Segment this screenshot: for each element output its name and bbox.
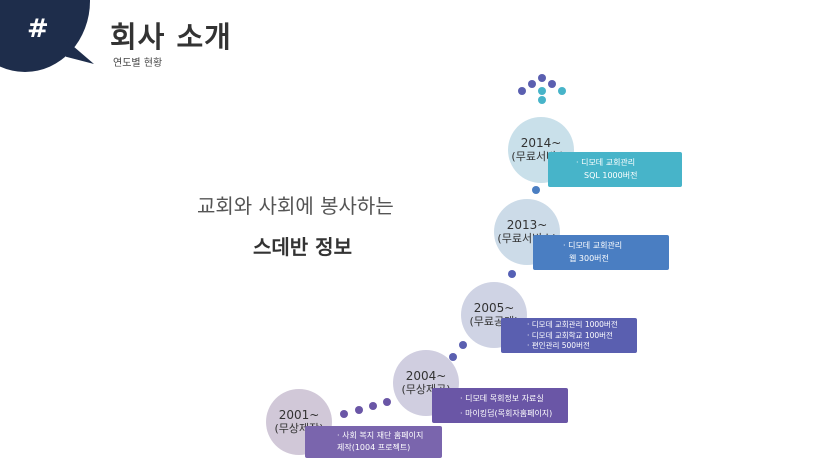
- timeline-item: · 마이킹덤(목회자홈페이지): [460, 409, 553, 418]
- timeline-item: · 디모데 교회관리 1000버전: [527, 320, 618, 329]
- timeline-year: 2005~: [473, 301, 515, 315]
- logo-dot-icon: [518, 87, 526, 95]
- hash-icon: #: [27, 14, 49, 44]
- logo-dot-icon: [548, 80, 556, 88]
- connector-dot: [459, 341, 467, 349]
- timeline-item: · 디모데 교회학교 100버전: [527, 330, 613, 340]
- corner-badge-tail: [66, 40, 94, 64]
- timeline-item: · 디모데 목회정보 자료실: [460, 394, 544, 403]
- timeline-item: · 사회 복지 재단 홈페이지: [337, 431, 424, 440]
- timeline-item: · 디모데 교회관리: [576, 158, 636, 167]
- timeline-year: 2013~: [506, 218, 548, 232]
- timeline-year: 2004~: [405, 369, 447, 383]
- connector-dot: [532, 186, 540, 194]
- connector-dot: [508, 270, 516, 278]
- timeline-item: · 디모데 교회관리: [563, 241, 623, 250]
- logo-dot-icon: [538, 87, 546, 95]
- timeline-box-2014: · 디모데 교회관리 SQL 1000버전: [548, 152, 682, 187]
- logo-dot-icon: [538, 96, 546, 104]
- timeline-year: 2001~: [278, 408, 320, 422]
- timeline-box-2001: · 사회 복지 재단 홈페이지 제작(1004 프로젝트): [305, 426, 442, 458]
- timeline-box-2004: · 디모데 목회정보 자료실 · 마이킹덤(목회자홈페이지): [432, 388, 568, 423]
- connector-dot: [355, 406, 363, 414]
- connector-dot: [383, 398, 391, 406]
- logo-dot-icon: [528, 80, 536, 88]
- timeline-box-2005: · 디모데 교회관리 1000버전 · 디모데 교회학교 100버전 · 편인관…: [501, 318, 637, 353]
- logo-dot-icon: [538, 74, 546, 82]
- connector-dot: [449, 353, 457, 361]
- timeline-box-2013: · 디모데 교회관리 웹 300버전: [533, 235, 669, 270]
- connector-dot: [340, 410, 348, 418]
- page-subtitle: 연도별 현황: [113, 58, 163, 69]
- timeline-item: · 편인관리 500버전: [527, 341, 590, 350]
- slogan-line-2: 스데반 정보: [253, 235, 352, 259]
- logo-dot-icon: [558, 87, 566, 95]
- connector-dot: [369, 402, 377, 410]
- slogan-line-1: 교회와 사회에 봉사하는: [197, 194, 394, 218]
- timeline-item: 웹 300버전: [569, 254, 609, 263]
- page-title: 회사 소개: [110, 20, 232, 54]
- timeline-item: 제작(1004 프로젝트): [337, 443, 411, 452]
- timeline-item: SQL 1000버전: [584, 171, 638, 180]
- timeline-year: 2014~: [520, 136, 562, 150]
